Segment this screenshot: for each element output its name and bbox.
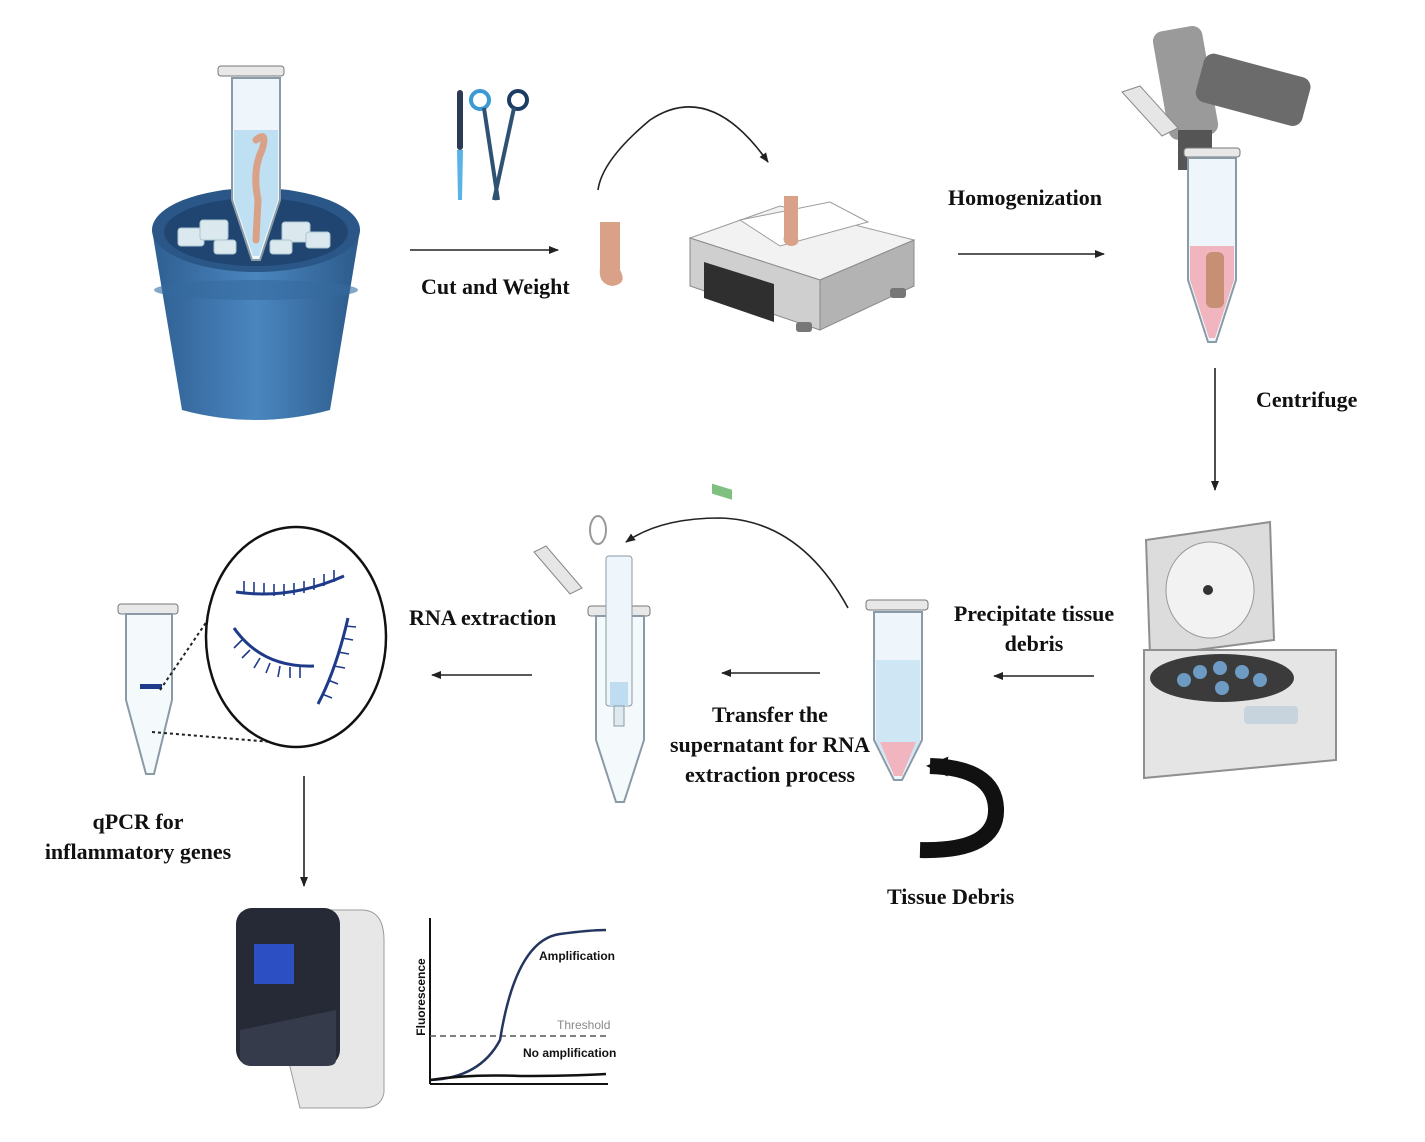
label-precipitate-line2: debris xyxy=(1004,631,1064,656)
graph-label-amplification: Amplification xyxy=(539,949,616,963)
no-amplification-curve xyxy=(429,1072,607,1082)
amplification-curve xyxy=(429,928,607,1082)
label-qpcr-line2: inflammatory genes xyxy=(44,839,232,864)
tissue-sample-icon xyxy=(599,222,623,286)
label-qpcr-line1: qPCR for xyxy=(92,809,184,834)
ice-bucket-icon xyxy=(152,188,360,420)
amplification-graph xyxy=(429,918,608,1085)
graph-label-no-amplification: No amplification xyxy=(523,1046,617,1060)
debris-tube-icon xyxy=(865,599,929,781)
balance-scale-icon xyxy=(688,196,916,500)
qpcr-machine-icon xyxy=(236,908,385,1109)
label-precipitate-line1: Precipitate tissue xyxy=(953,601,1115,626)
tissue-debris-arrow xyxy=(919,756,1004,859)
label-cut-weight: Cut and Weight xyxy=(421,274,570,299)
flow-arrows xyxy=(300,106,1219,887)
label-centrifuge: Centrifuge xyxy=(1256,387,1358,412)
label-transfer-line3: extraction process xyxy=(684,762,856,787)
label-transfer-line1: Transfer the xyxy=(712,702,828,727)
tube-on-ice-icon xyxy=(217,65,285,261)
label-tissue-debris: Tissue Debris xyxy=(887,884,1015,909)
rna-magnifier-icon xyxy=(204,525,388,749)
centrifuge-icon xyxy=(1143,520,1337,780)
arrow-transfer-curve xyxy=(625,517,849,609)
label-rna-extraction: RNA extraction xyxy=(409,605,557,630)
graph-label-threshold: Threshold xyxy=(557,1018,611,1032)
homogenizer-tube-icon xyxy=(1183,147,1241,343)
label-precipitate: Precipitate tissue debris xyxy=(934,599,1134,659)
scissors-icon xyxy=(457,89,529,201)
label-homogenization: Homogenization xyxy=(948,185,1102,210)
label-transfer: Transfer the supernatant for RNA extract… xyxy=(650,700,890,790)
spin-column-icon xyxy=(533,515,651,803)
graph-ylabel: Fluorescence xyxy=(414,958,428,1036)
arrow-to-balance xyxy=(597,106,769,191)
label-qpcr: qPCR for inflammatory genes xyxy=(18,807,258,867)
label-transfer-line2: supernatant for RNA xyxy=(669,732,871,757)
